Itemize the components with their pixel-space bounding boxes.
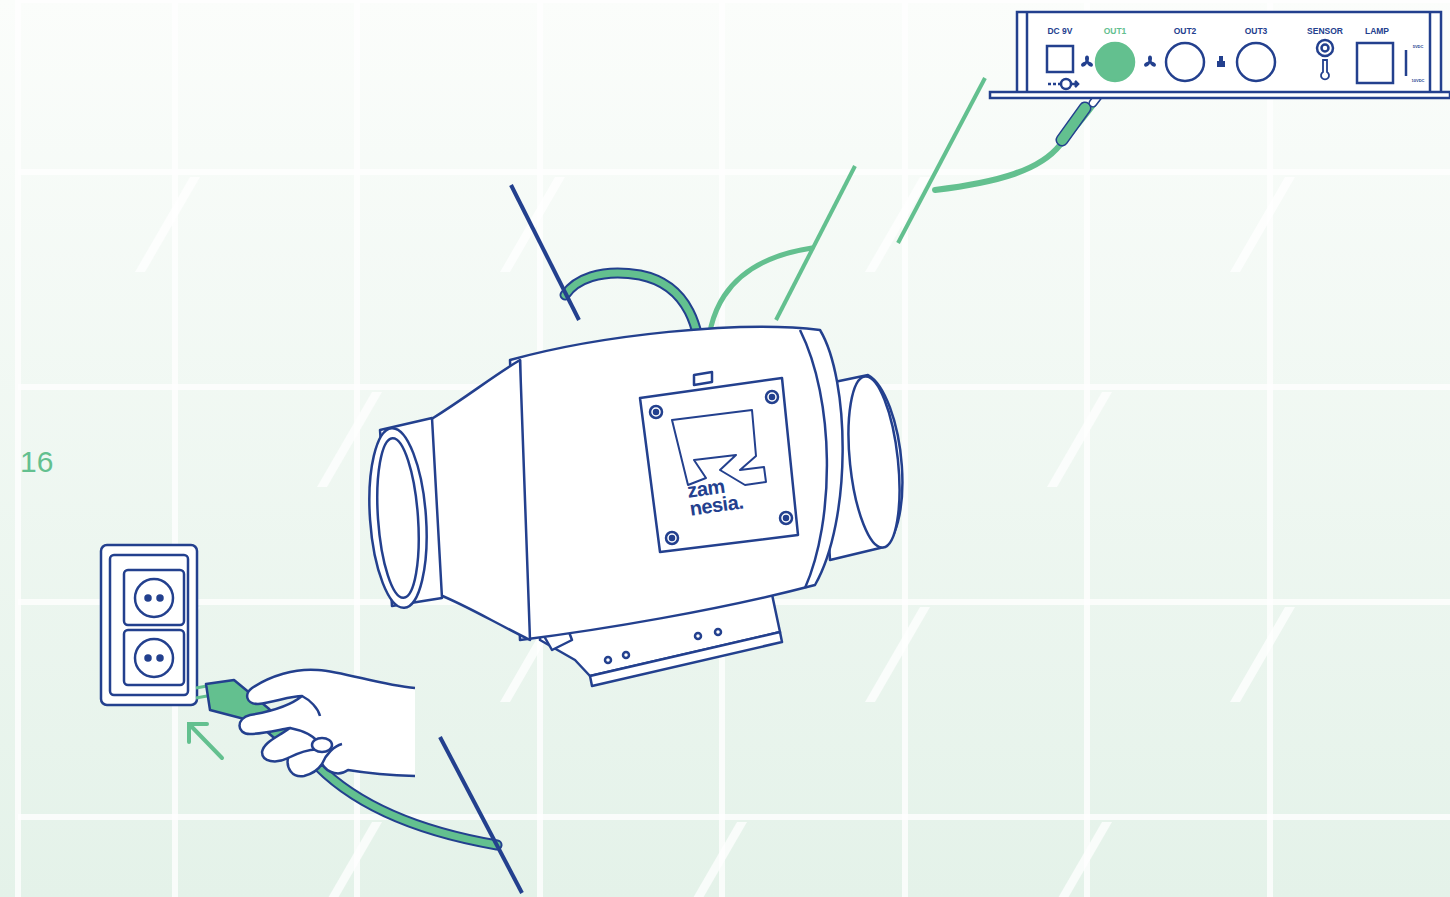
- grid-line: [172, 0, 178, 897]
- background-mark: [865, 607, 930, 702]
- grid-line: [902, 0, 908, 897]
- switch-label: 10VDC: [1412, 79, 1425, 83]
- port-label: LAMP: [1365, 27, 1389, 36]
- fan-icons: [1080, 56, 1225, 68]
- port-label: OUT1: [1104, 27, 1127, 36]
- background-mark: [317, 822, 382, 897]
- background-mark: [865, 177, 930, 272]
- insert-arrow: [189, 724, 222, 758]
- background-grid: [18, 0, 1450, 897]
- background-mark: [135, 177, 200, 272]
- background-mark: [682, 822, 747, 897]
- background-mark: [1230, 177, 1295, 272]
- port-label: DC 9V: [1047, 27, 1072, 36]
- controller: [990, 12, 1450, 98]
- brand-logo: zam nesia.: [686, 473, 752, 517]
- port-label: OUT2: [1174, 27, 1197, 36]
- port-label: SENSOR: [1307, 27, 1343, 36]
- grid-line: [18, 814, 1450, 820]
- inline-fan: [364, 327, 907, 686]
- grid-line: [18, 169, 1450, 175]
- grid-line: [1267, 0, 1273, 897]
- grid-line: [18, 0, 1450, 3]
- switch-label: 5VDC: [1413, 45, 1424, 49]
- page-number: 16: [20, 446, 53, 478]
- plug-and-hand: [196, 670, 415, 777]
- port-label: OUT3: [1245, 27, 1268, 36]
- background-mark: [1047, 822, 1112, 897]
- grid-line: [1084, 0, 1090, 897]
- background-mark: [1047, 392, 1112, 487]
- cables: [300, 86, 1106, 845]
- background-mark: [1230, 607, 1295, 702]
- wall-socket: [101, 545, 197, 705]
